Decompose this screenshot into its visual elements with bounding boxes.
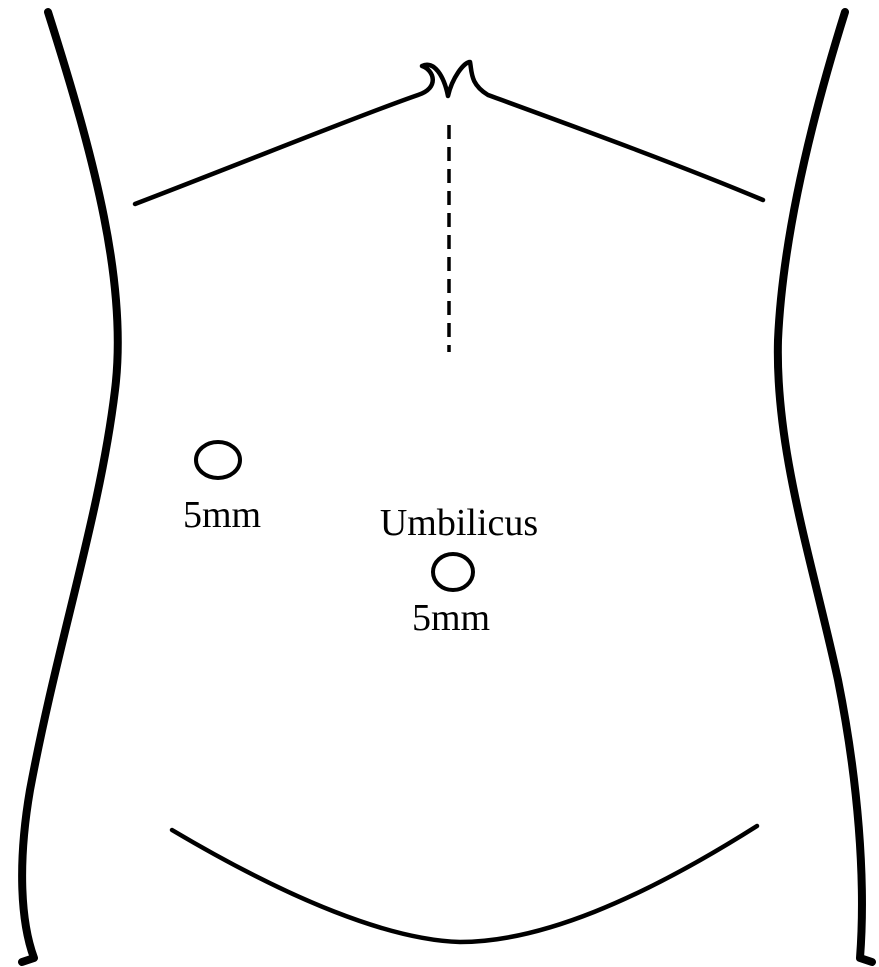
right-torso-outline xyxy=(778,12,872,962)
left-torso-outline xyxy=(22,12,118,962)
umbilicus-label: Umbilicus xyxy=(380,502,538,544)
left-port-circle xyxy=(196,442,240,478)
umbilical-port-label: 5mm xyxy=(412,597,490,639)
inguinal-curve-line xyxy=(172,826,757,942)
left-port-label: 5mm xyxy=(183,494,261,536)
umbilical-port-circle xyxy=(433,554,473,590)
